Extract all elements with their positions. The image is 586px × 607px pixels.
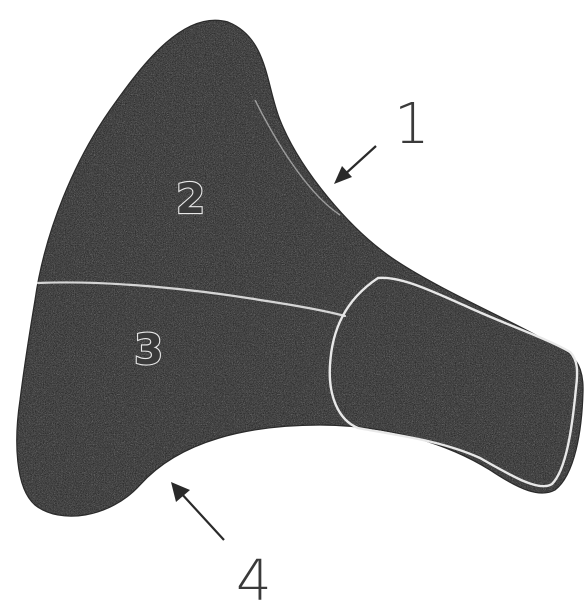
arrow-4-line [180, 492, 224, 540]
callout-4: 4 [171, 482, 272, 607]
region-3-label: 3 [134, 325, 163, 374]
callout-1-label: 1 [394, 92, 430, 157]
region-2-label: 2 [176, 174, 205, 223]
arrow-1-line [343, 146, 376, 176]
callout-1: 1 [334, 92, 430, 184]
arrow-1-head [334, 166, 352, 184]
callout-4-label: 4 [236, 549, 272, 607]
